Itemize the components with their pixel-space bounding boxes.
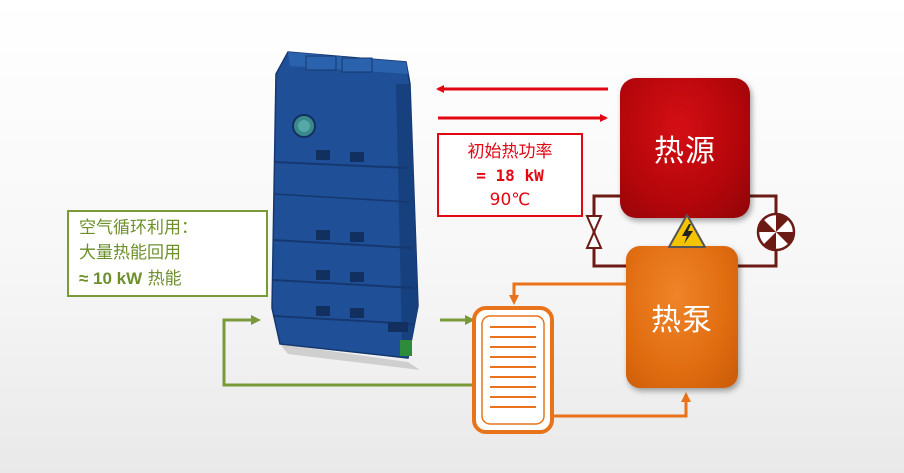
- heat-pump-label: 热泵: [651, 303, 713, 338]
- fan-icon: [756, 212, 796, 252]
- battery-module-icon: [271, 51, 420, 370]
- warning-icon: [668, 214, 706, 248]
- initial-heat-power-box: 初始热功率 = 18 kW 90℃: [437, 133, 583, 217]
- initial-heat-line1: 初始热功率: [467, 142, 553, 162]
- initial-heat-line3: 90℃: [489, 190, 531, 210]
- air-recirc-line3: ≈ 10 kW 热能: [79, 266, 266, 292]
- heat-exchanger-icon: [472, 306, 554, 434]
- heat-pump-box: 热泵: [626, 246, 738, 388]
- air-recirc-unit: 热能: [142, 269, 182, 289]
- valve-icon: [585, 215, 603, 249]
- heat-source-label: 热源: [654, 134, 716, 169]
- heat-source-box: 热源: [620, 78, 750, 218]
- air-recirculation-box: 空气循环利用： 大量热能回用 ≈ 10 kW 热能: [67, 210, 268, 297]
- air-return-loop: [222, 315, 472, 387]
- initial-heat-line2: = 18 kW: [476, 166, 544, 185]
- air-recirc-line2: 大量热能回用: [79, 243, 181, 263]
- air-recirc-value: ≈ 10 kW: [79, 269, 143, 288]
- air-recirc-line1: 空气循环利用：: [79, 218, 198, 238]
- pump-to-exchanger-line: [509, 282, 626, 305]
- exchanger-to-pump-line: [552, 392, 691, 418]
